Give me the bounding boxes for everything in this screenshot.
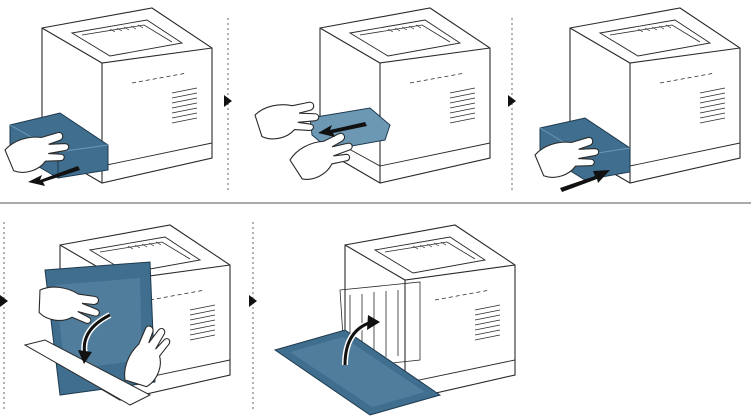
step-arrow-icon: [0, 295, 8, 307]
direction-arrow-icon: [367, 315, 380, 330]
step-5-panel: [273, 224, 516, 416]
step-arrow-icon: [224, 95, 232, 107]
step-2-panel: [253, 7, 491, 185]
direction-arrow-icon: [28, 166, 80, 186]
step-arrow-icon: [508, 95, 516, 107]
step-3-panel: [533, 7, 741, 192]
direction-arrow-icon: [318, 122, 367, 137]
step-4-panel: [23, 224, 231, 406]
hand-icon: [253, 100, 321, 141]
step-1-panel: [3, 7, 213, 186]
step-arrow-icon: [249, 295, 257, 307]
direction-arrow-icon: [560, 170, 610, 192]
direction-arrow-icon: [78, 350, 92, 364]
